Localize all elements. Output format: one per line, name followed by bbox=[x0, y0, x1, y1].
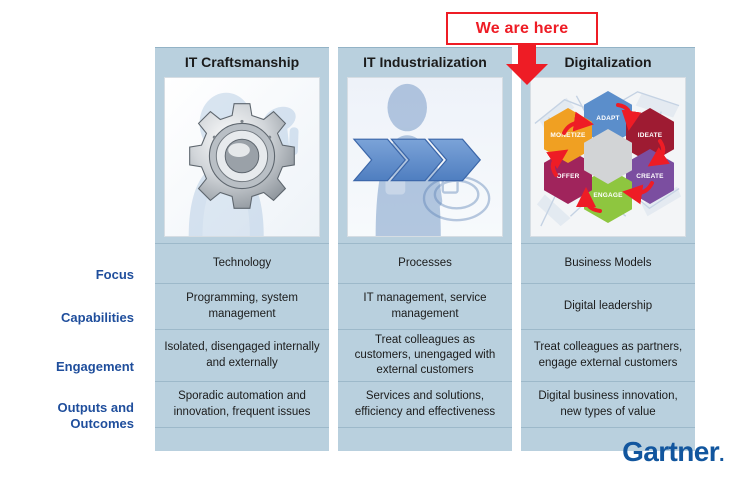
matrix-column-it-craftsmanship: IT Craftsmanship bbox=[155, 47, 329, 451]
cycle-arrows-icon bbox=[546, 103, 670, 213]
down-arrow-icon bbox=[506, 44, 548, 85]
column-footer bbox=[155, 427, 329, 451]
logo-mark: . bbox=[719, 444, 725, 466]
logo-wordmark: Gartner bbox=[622, 436, 720, 467]
we-are-here-callout: We are here bbox=[446, 12, 598, 45]
row-label-column: Focus Capabilities Engagement Outputs an… bbox=[0, 255, 150, 439]
column-footer bbox=[338, 427, 512, 451]
matrix-cell: Isolated, disengaged internally and exte… bbox=[155, 329, 329, 381]
column-header: IT Industrialization bbox=[363, 54, 487, 70]
row-label-outputs-and-outcomes: Outputs and Outcomes bbox=[57, 400, 134, 431]
maturity-matrix: IT Craftsmanship bbox=[155, 47, 695, 451]
matrix-cell: Services and solutions, efficiency and e… bbox=[338, 381, 512, 427]
gear-with-scientist-photo bbox=[164, 77, 320, 237]
matrix-cell: Business Models bbox=[521, 243, 695, 283]
hexagon-center bbox=[584, 129, 632, 184]
matrix-column-it-industrialization: IT Industrialization bbox=[338, 47, 512, 451]
column-header: Digitalization bbox=[564, 54, 652, 70]
callout-label: We are here bbox=[475, 19, 569, 37]
column-header: IT Craftsmanship bbox=[184, 54, 300, 70]
matrix-cell: Digital business innovation, new types o… bbox=[521, 381, 695, 427]
hexagon-wheel: ADAPT IDEATE CREATE ENGAGE OFFER MONETIZ… bbox=[538, 91, 678, 223]
matrix-cell: Programming, system management bbox=[155, 283, 329, 329]
matrix-cell: Digital leadership bbox=[521, 283, 695, 329]
matrix-cell: IT management, service management bbox=[338, 283, 512, 329]
row-label-focus: Focus bbox=[95, 267, 134, 283]
matrix-cell: Treat colleagues as customers, unengaged… bbox=[338, 329, 512, 381]
column-footer bbox=[521, 427, 695, 451]
row-label-capabilities: Capabilities bbox=[61, 310, 134, 326]
matrix-cell: Processes bbox=[338, 243, 512, 283]
row-label-engagement: Engagement bbox=[55, 359, 134, 375]
matrix-cell: Sporadic automation and innovation, freq… bbox=[155, 381, 329, 427]
matrix-cell: Treat colleagues as partners, engage ext… bbox=[521, 329, 695, 381]
matrix-column-digitalization: Digitalization bbox=[521, 47, 695, 451]
worker-with-chevrons-photo bbox=[347, 77, 503, 237]
matrix-cell: Technology bbox=[155, 243, 329, 283]
hexagon-digital-business-wheel: ADAPT IDEATE CREATE ENGAGE OFFER MONETIZ… bbox=[530, 77, 686, 237]
gartner-logo: Gartner. bbox=[622, 436, 725, 468]
